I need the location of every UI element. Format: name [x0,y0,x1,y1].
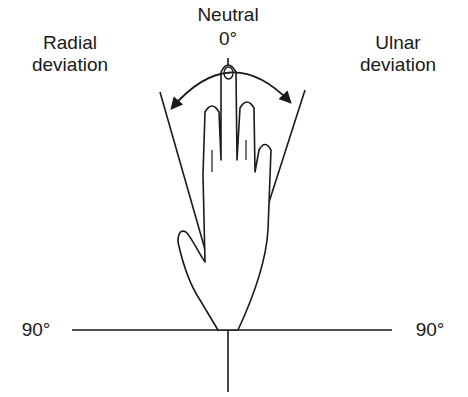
angle-label: 90° [414,319,447,341]
neutral-label: Neutral [195,4,260,26]
angle-label: 90° [20,319,53,341]
motion-arc [172,72,290,108]
angle-label: 0° [217,28,239,50]
hand-outline [178,65,271,330]
radial-label: Radial deviation [12,32,128,76]
finger-crease [245,140,246,160]
ulnar-label: Ulnar deviation [340,32,456,76]
finger-crease [211,150,212,172]
